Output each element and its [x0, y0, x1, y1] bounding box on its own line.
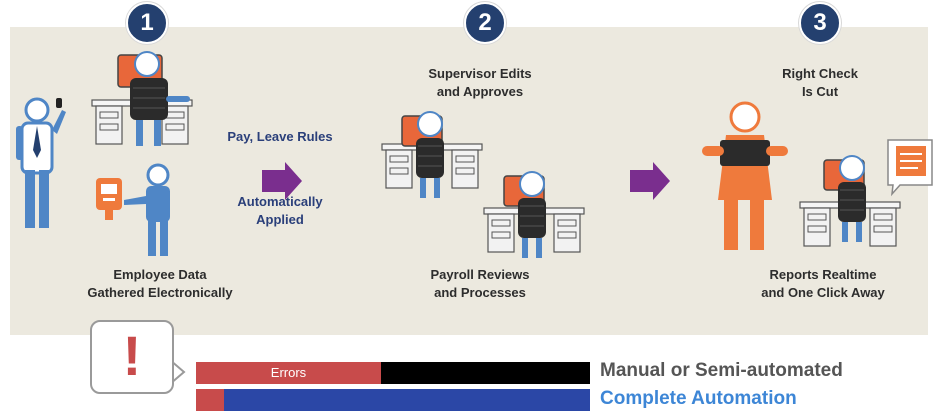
alert-box: !: [90, 320, 174, 394]
payroll-caption: Payroll Reviews and Processes: [430, 267, 530, 300]
flow-arrow-2: [630, 162, 670, 200]
auto-applied-caption: Automatically Applied: [237, 194, 323, 227]
employee-data-caption: Employee Data Gathered Electronically: [87, 267, 233, 300]
flow-arrow-1: [262, 162, 302, 200]
reports-caption: Reports Realtime and One Click Away: [761, 267, 885, 300]
time-clock-figure: [96, 163, 170, 256]
manual-errors-bar: Errors: [196, 362, 381, 384]
exclamation-icon: !: [122, 324, 142, 387]
supervisor-caption: Supervisor Edits and Approves: [428, 66, 532, 99]
supervisor-workstation: [381, 111, 483, 199]
step-3-badge: 3: [799, 2, 841, 44]
data-entry-workstation: [91, 51, 193, 146]
employee-figure: [16, 97, 66, 228]
automation-remainder-bar: [224, 389, 590, 411]
reporting-workstation: [799, 139, 933, 247]
errors-label: Errors: [270, 365, 307, 380]
right-check-caption: Right Check Is Cut: [782, 66, 858, 99]
step-2-badge: 2: [464, 2, 506, 44]
check-holder-figure: [702, 101, 788, 250]
manual-remainder-bar: [381, 362, 590, 384]
automation-legend: Complete Automation: [600, 388, 797, 409]
automation-errors-bar: [196, 389, 224, 411]
manual-legend: Manual or Semi-automated: [600, 360, 843, 381]
step-1-badge: 1: [126, 2, 168, 44]
payroll-workstation: [483, 171, 585, 259]
pay-rules-caption: Pay, Leave Rules: [227, 129, 333, 144]
